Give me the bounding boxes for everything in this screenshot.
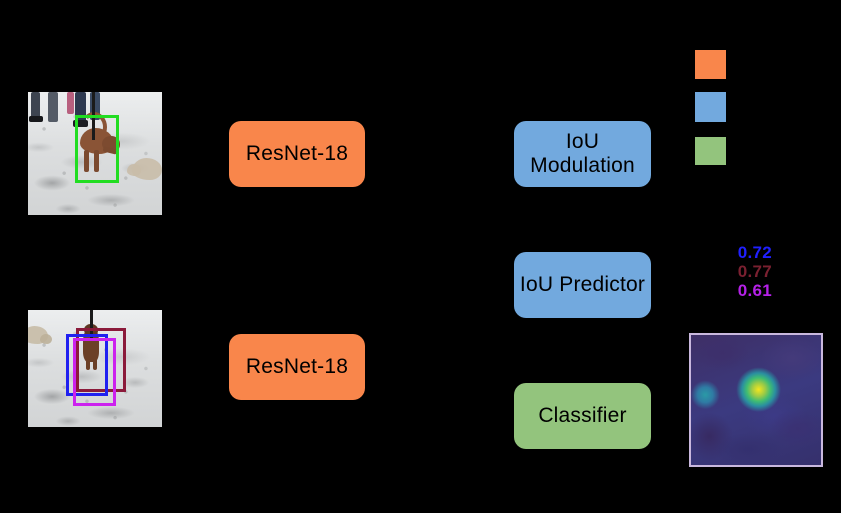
person-boot xyxy=(73,120,88,127)
legend-swatch-classifier xyxy=(695,137,726,165)
person-leg xyxy=(75,92,86,122)
iou-score-blue: 0.72 xyxy=(737,243,772,262)
dog-leg xyxy=(84,150,89,172)
person-leg xyxy=(31,92,40,118)
proposal-box-magenta xyxy=(73,338,116,406)
person-leg xyxy=(67,92,74,114)
iou-score-maroon: 0.77 xyxy=(737,262,772,281)
ground-truth-box xyxy=(75,115,119,183)
snow-background xyxy=(28,310,162,427)
dog-leg xyxy=(93,358,97,370)
iou-score-magenta: 0.61 xyxy=(737,281,772,300)
background-dog-head xyxy=(40,334,52,344)
background-dog xyxy=(132,158,162,180)
classification-score-map xyxy=(689,333,823,467)
search-image xyxy=(28,310,162,427)
person-leg xyxy=(48,92,58,122)
dog-leg xyxy=(86,358,90,370)
classifier-label: Classifier xyxy=(538,403,627,427)
proposal-box-blue xyxy=(66,334,108,396)
person-leg xyxy=(90,92,100,120)
resnet18-bottom-block[interactable]: ResNet-18 xyxy=(229,334,365,400)
dog-leg xyxy=(94,150,99,172)
iou-modulation-block[interactable]: IoU Modulation xyxy=(514,121,651,187)
iou-predictor-label: IoU Predictor xyxy=(519,272,646,296)
iou-predictor-block[interactable]: IoU Predictor xyxy=(514,252,651,318)
legend-swatch-iou-branch xyxy=(695,92,726,122)
legend-swatch-backbone xyxy=(695,50,726,79)
person-boot xyxy=(29,116,43,122)
background-dog-head xyxy=(127,164,141,176)
resnet18-bottom-label: ResNet-18 xyxy=(245,354,349,378)
resnet18-top-block[interactable]: ResNet-18 xyxy=(229,121,365,187)
iou-modulation-label: IoU Modulation xyxy=(530,129,635,177)
resnet18-top-label: ResNet-18 xyxy=(245,141,349,165)
classifier-block[interactable]: Classifier xyxy=(514,383,651,449)
reference-image xyxy=(28,92,162,215)
leash-line xyxy=(90,310,93,338)
proposal-box-maroon xyxy=(76,328,126,392)
